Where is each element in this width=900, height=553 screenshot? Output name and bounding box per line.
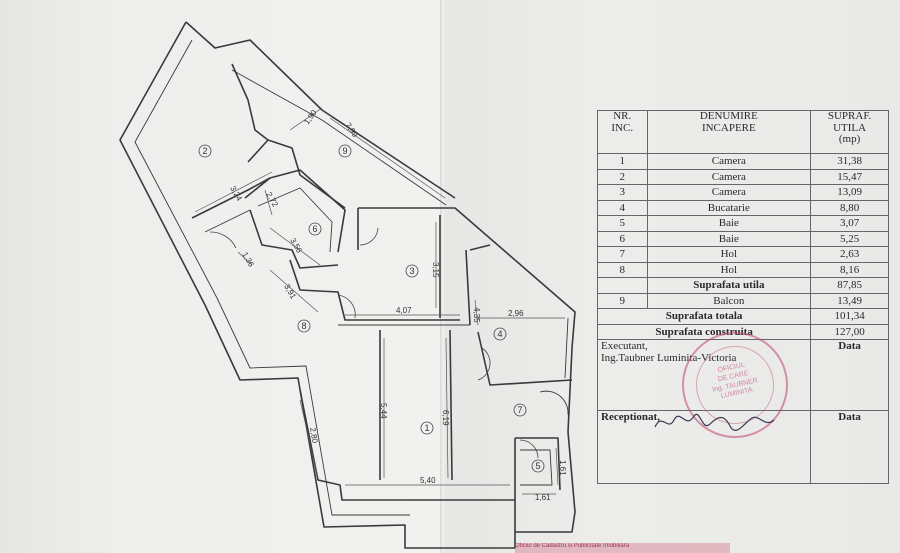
balcon-nr: 9 [597,292,648,309]
row-name: Camera [646,153,812,170]
row-area: 8,16 [810,261,889,278]
dim-1-36: 1,36 [240,251,256,269]
suprafata-totala-value: 101,34 [810,308,889,325]
room-circle-2 [198,144,212,158]
suprafata-utila-value: 87,85 [810,277,889,294]
dim-4-07: 4,07 [396,306,412,315]
row-nr: 4 [597,199,648,216]
row-nr: 5 [597,215,648,232]
dimension-lines [194,107,565,495]
dim-5-44: 5,44 [379,403,388,419]
paper-fold [440,0,444,553]
room-circle-4 [493,327,507,341]
stamp-line: DE CARE [717,369,750,384]
dim-1-61-h: 1,61 [535,493,551,502]
row-area: 31,38 [810,153,889,170]
dim-2-96: 2,96 [508,309,524,318]
executant-label: Executant, [601,340,648,352]
door-arcs [209,227,539,459]
row-area: 2,63 [810,246,889,263]
receptionat-date-label: Data [810,410,889,484]
row-area: 15,47 [810,168,889,185]
cadastre-strip: Oficiul de Cadastru si Publicitate Imobi… [515,543,730,553]
dim-3-15: 3,15 [431,262,440,278]
room-circle-9 [338,144,352,158]
room-circle-1 [420,421,434,435]
table-header-row: NR. INC. DENUMIRE INCAPERE SUPRAF. UTILA… [597,110,889,154]
dim-3-91: 3,91 [282,283,298,301]
row-area: 5,25 [810,230,889,247]
row-name: Camera [646,168,812,185]
stamp-line: OFICIUL [717,361,746,375]
dim-1-61-v: 1,61 [558,460,567,476]
row-nr: 3 [597,184,648,201]
dim-3-56: 3,56 [288,237,304,255]
suprafata-totala-row: Suprafata totala 101,34 [596,308,889,325]
suprafata-construita-label: Suprafata construita [596,323,812,340]
room-circle-7 [513,403,527,417]
dim-2-72: 2,72 [264,191,280,209]
suprafata-utila-label: Suprafata utila [646,277,812,294]
balcon-row: 9 Balcon 13,49 [597,292,889,309]
row-nr-empty [597,277,648,294]
signature-stroke [654,413,775,431]
room-label-1: 1 [424,423,429,433]
dim-4-35: 4,35 [472,307,481,323]
row-name: Baie [646,230,812,247]
executant-date-label: Data [810,339,889,411]
room-label-8: 8 [301,321,306,331]
suprafata-construita-value: 127,00 [810,323,889,340]
room-label-4: 4 [497,329,502,339]
room-label-9: 9 [342,146,347,156]
dimension-labels: 1,90 7,99 3,24 2,72 1,36 3,56 3,91 3,15 … [228,108,567,502]
row-name: Baie [646,215,812,232]
row-name: Bucatarie [646,199,812,216]
row-nr: 1 [597,153,648,170]
room-circle-6 [308,222,322,236]
room-label-6: 6 [312,224,317,234]
balcon-area: 13,49 [810,292,889,309]
row-name: Hol [646,261,812,278]
row-name: Hol [646,246,812,263]
signature [654,413,775,431]
room-circle-8 [297,319,311,333]
room-markers: 2 9 6 3 8 4 1 7 5 [198,144,545,473]
plan-walls [119,21,576,549]
row-nr: 2 [597,168,648,185]
room-label-2: 2 [202,146,207,156]
suprafata-utila-row: Suprafata utila 87,85 [597,277,889,294]
stamp-line: Ing. TAUBNER [711,376,759,394]
dim-2-80: 2,80 [308,427,320,444]
header-area: SUPRAF. UTILA (mp) [810,110,889,154]
row-area: 8,80 [810,199,889,216]
header-nr: NR. INC. [597,110,648,154]
room-label-5: 5 [535,461,540,471]
row-area: 3,07 [810,215,889,232]
row-area: 13,09 [810,184,889,201]
suprafata-totala-label: Suprafata totala [596,308,812,325]
room-circle-3 [405,264,419,278]
room-circle-5 [531,459,545,473]
room-label-7: 7 [517,405,522,415]
dim-5-40: 5,40 [420,476,436,485]
row-nr: 8 [597,261,648,278]
header-name: DENUMIRE INCAPERE [646,110,812,154]
room-label-3: 3 [409,266,414,276]
dim-6-19: 6,19 [441,410,450,426]
row-nr: 6 [597,230,648,247]
row-name: Camera [646,184,812,201]
row-nr: 7 [597,246,648,263]
balcon-name: Balcon [646,292,812,309]
